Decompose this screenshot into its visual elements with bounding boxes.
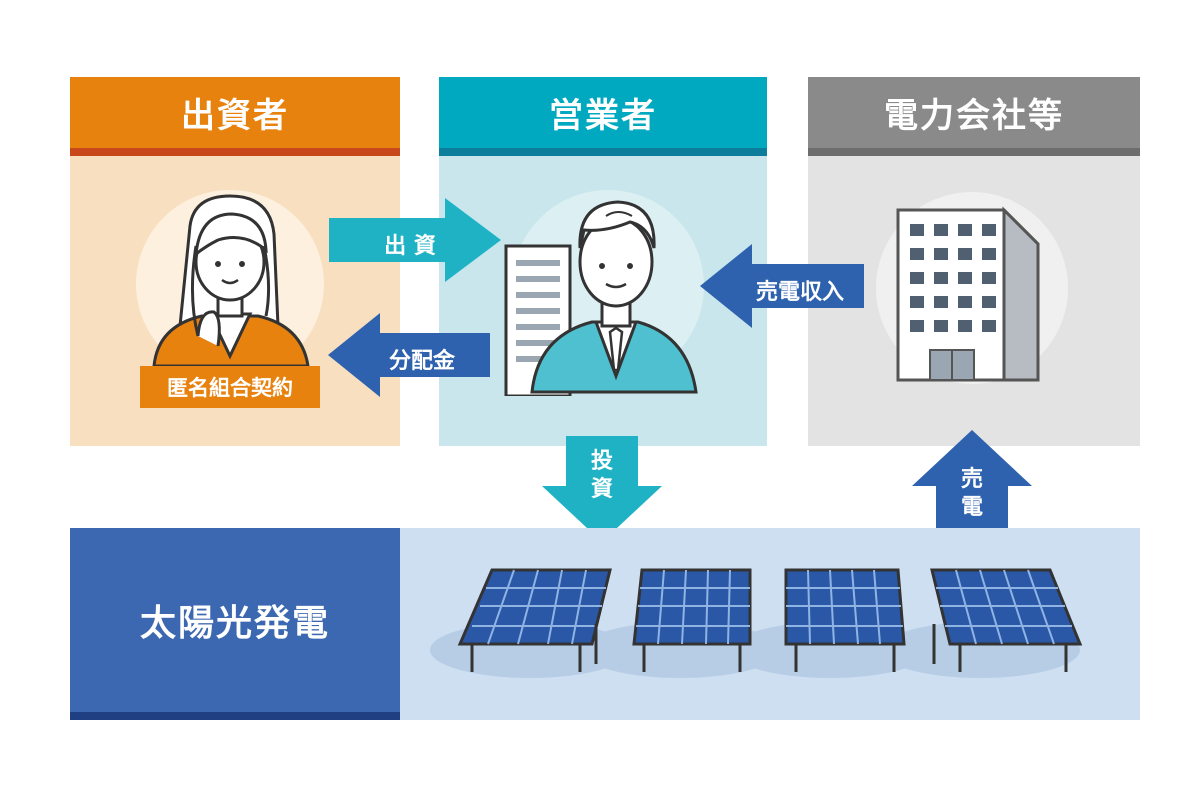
anonymous-partnership-contract-tag: 匿名組合契約 [140, 366, 320, 408]
operator-title: 営業者 [549, 96, 657, 136]
sales-revenue-arrow-icon [700, 244, 864, 328]
electricity-sale-arrow-icon [912, 430, 1032, 540]
capital-investment-char-2: 資 [590, 477, 613, 502]
distribution-arrow-icon [328, 313, 490, 397]
solar-panel-icon [632, 568, 752, 672]
contract-tag-label: 匿名組合契約 [167, 376, 293, 400]
distribution-arrow-label: 分配金 [388, 349, 455, 374]
utility-title: 電力会社等 [884, 96, 1064, 136]
operator-header: 営業者 [439, 77, 767, 156]
electricity-sale-char-2: 電 [960, 495, 983, 520]
utility-building-icon [876, 192, 1068, 384]
solar-panel-icon [457, 568, 612, 672]
investment-arrow-icon [329, 198, 501, 282]
solar-power-title: 太陽光発電 [139, 603, 330, 644]
capital-investment-char-1: 投 [590, 449, 613, 474]
solar-panel-icon [930, 568, 1083, 672]
utility-header: 電力会社等 [808, 77, 1140, 156]
solar-power-label: 太陽光発電 [70, 528, 400, 720]
sales-revenue-arrow-label: 売電収入 [755, 280, 844, 305]
solar-panel-icon [784, 568, 906, 672]
electricity-sale-arrow-label: 売 電 [952, 466, 992, 522]
electricity-sale-char-1: 売 [960, 467, 983, 492]
capital-investment-arrow-icon [542, 436, 662, 542]
solar-panels-illustration [430, 568, 1083, 678]
operator-businessman-icon [504, 190, 704, 396]
capital-investment-arrow-label: 投 資 [582, 448, 622, 504]
investor-title: 出資者 [181, 96, 289, 136]
investor-header: 出資者 [70, 77, 400, 156]
investment-arrow-label: 出 資 [384, 234, 436, 259]
investor-woman-icon [136, 190, 324, 378]
